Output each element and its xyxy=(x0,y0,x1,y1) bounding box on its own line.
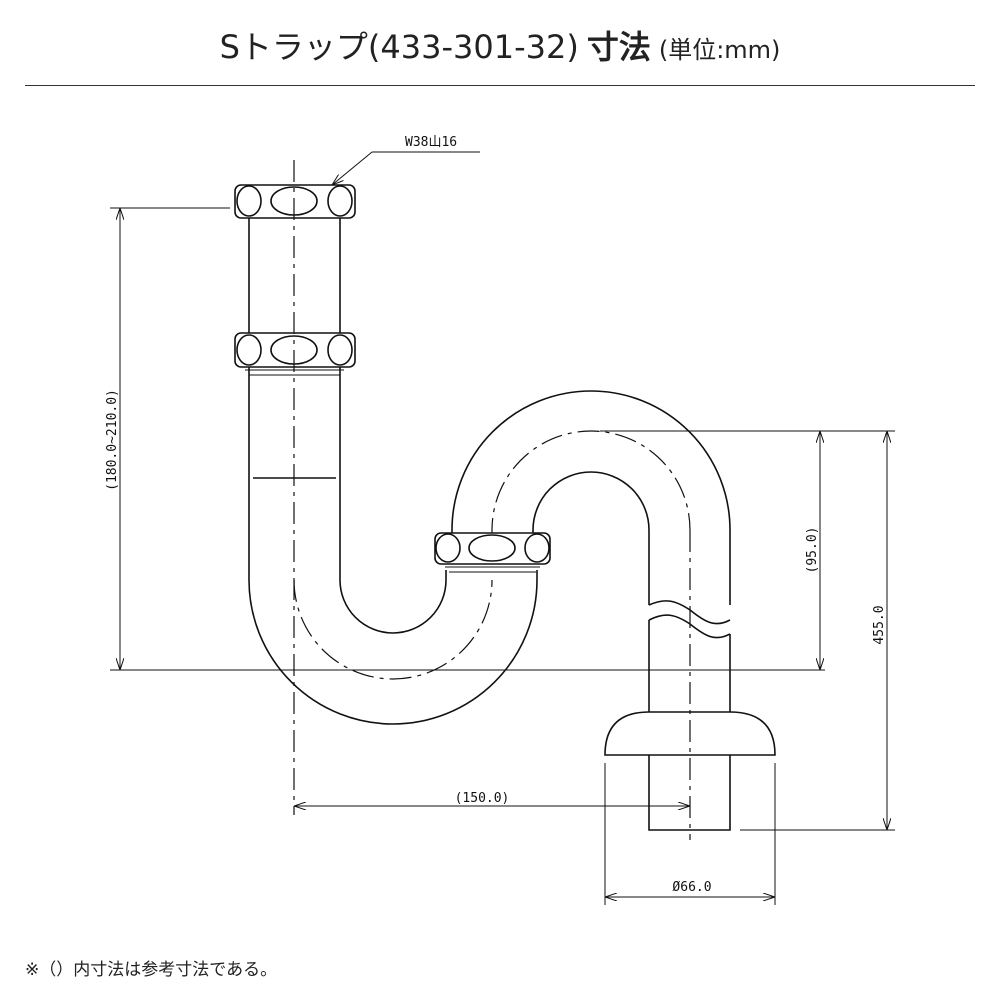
title-emphasis: 寸法 xyxy=(586,28,651,66)
title-unit: (単位:mm) xyxy=(658,36,781,64)
nut-top xyxy=(234,184,356,219)
nut-middle xyxy=(234,332,356,371)
u-bend xyxy=(248,570,538,725)
dimensions: (180.0~210.0) (95.0) 455.0 (150.0) Ø66.0 xyxy=(105,207,895,905)
page-title: Sトラップ(433-301-32)寸法(単位:mm) xyxy=(0,22,1000,68)
dim-height-range: (180.0~210.0) xyxy=(105,389,120,491)
dim-total: 455.0 xyxy=(872,605,887,644)
dim-diameter: Ø66.0 xyxy=(672,880,711,895)
dim-seal: (95.0) xyxy=(805,527,820,574)
dim-offset: (150.0) xyxy=(455,791,510,806)
title-divider xyxy=(25,85,975,86)
thread-leader: W38山16 xyxy=(332,135,480,185)
thread-label: W38山16 xyxy=(405,135,457,150)
title-product: Sトラップ(433-301-32) xyxy=(219,28,579,66)
footnote: ※（）内寸法は参考寸法である。 xyxy=(25,960,278,980)
nut-u-bend xyxy=(434,532,551,573)
upper-arch xyxy=(451,390,776,840)
